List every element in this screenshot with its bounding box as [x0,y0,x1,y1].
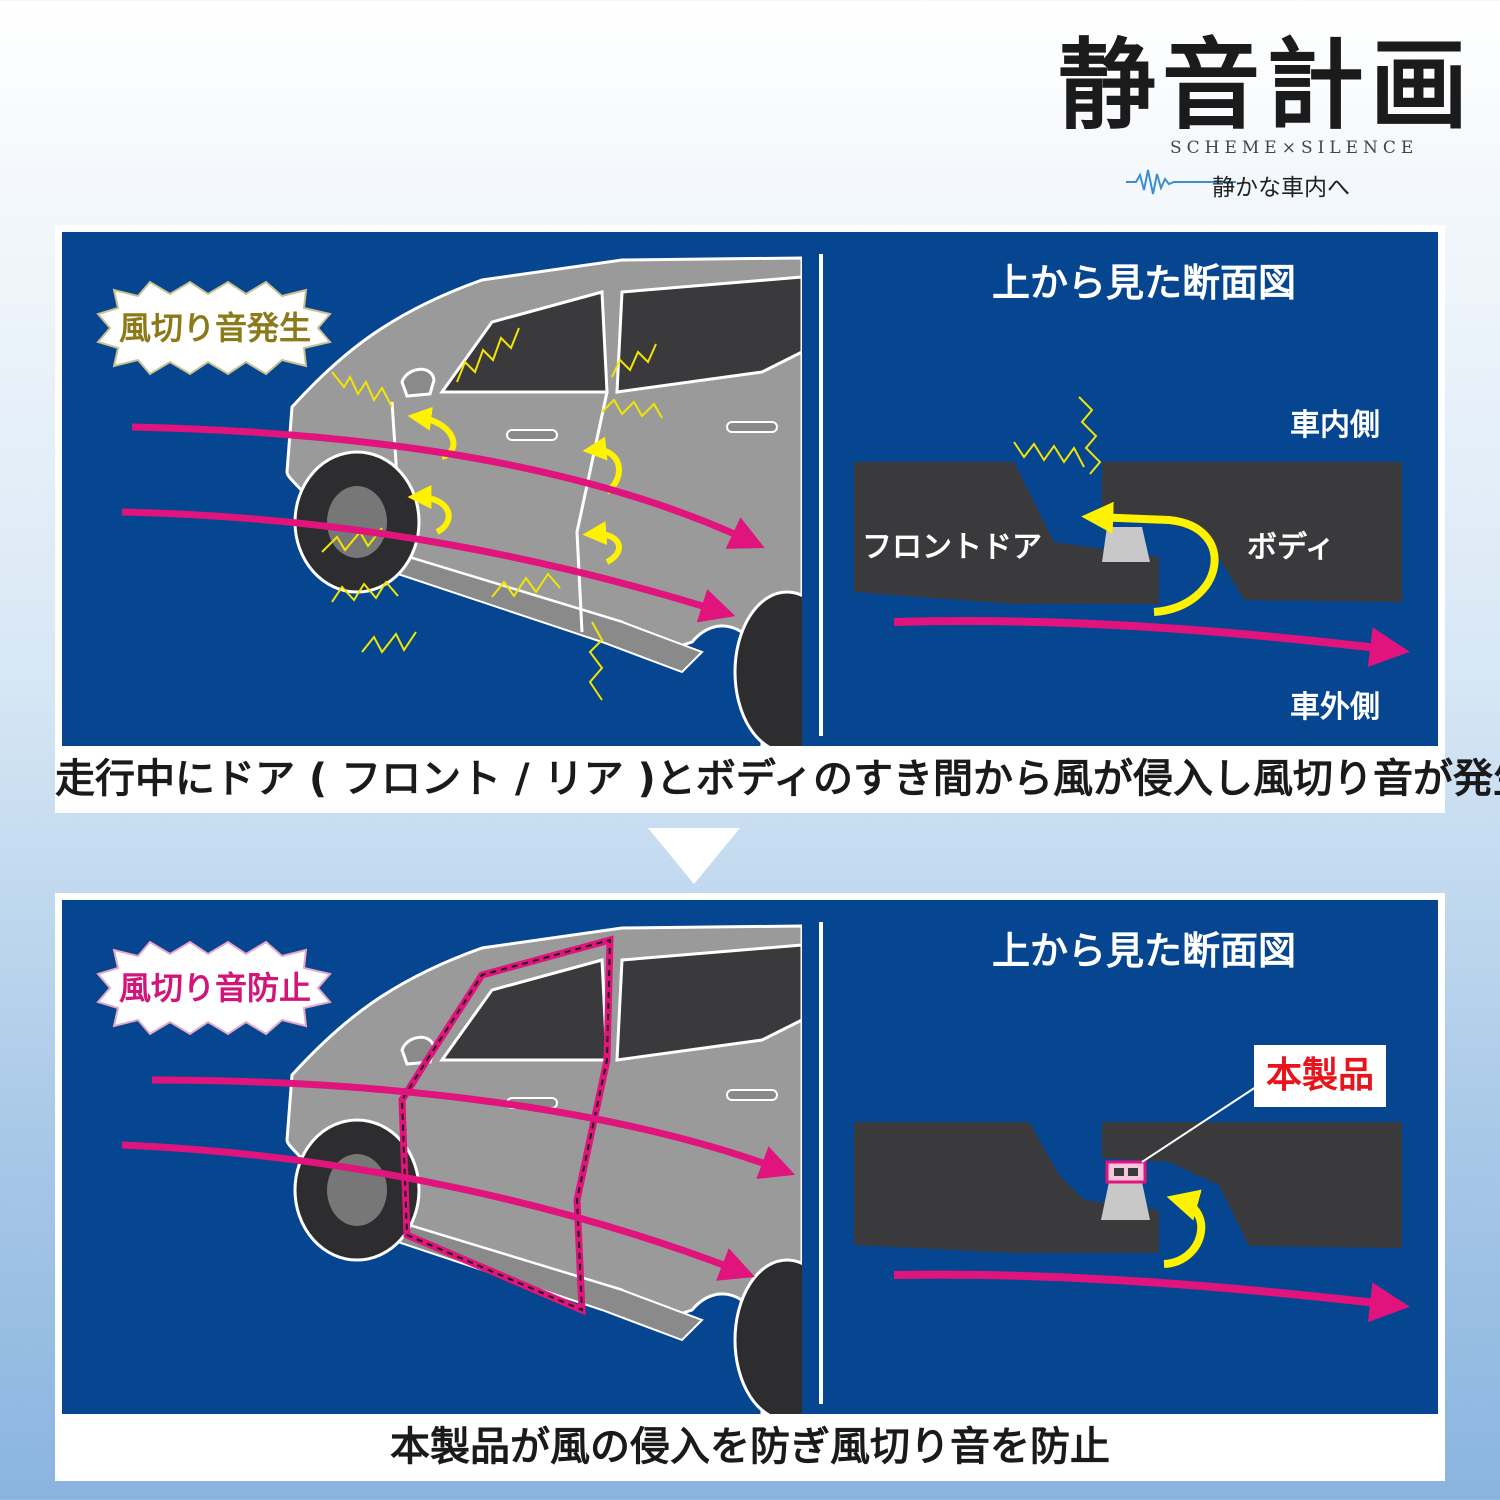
panel-divider [819,922,823,1404]
noise-prevention-badge: 風切り音防止 [90,940,340,1036]
problem-caption: 走行中にドア ( フロント / リア )とボディのすき間から風が侵入し風切り音が… [55,756,1500,802]
brand-tagline: 静かな車内へ [1212,175,1350,201]
car-illustration [121,256,802,746]
burst-badge-icon [96,280,332,376]
body-label: ボディ [1247,530,1335,565]
product-label: 本製品 [1254,1045,1386,1107]
burst-badge-icon [96,940,332,1036]
problem-panel: 風切り音発生 上から見た断面図 車内側 フロントドア ボディ 車外側 走行中にド… [55,225,1500,813]
exterior-side-label: 車外側 [1290,690,1380,725]
brand-title: 静音計画 [1058,28,1475,143]
cross-section-title: 上から見た断面図 [992,261,1297,305]
problem-illustration-area: 風切り音発生 上から見た断面図 車内側 フロントドア ボディ 車外側 [62,232,1438,746]
brand-subtitle: SCHEME×SILENCE [1170,138,1419,158]
panel-divider [819,254,823,736]
sound-wave-icon [1126,169,1236,195]
car-illustration [121,924,802,1414]
front-door-label: フロントドア [862,530,1042,565]
down-triangle-icon [648,828,740,884]
cross-section-title: 上から見た断面図 [992,929,1297,973]
product-seal [1105,1160,1147,1184]
cross-section-diagram [854,396,1410,667]
cross-section-diagram [854,1084,1410,1323]
solution-illustration-area: 風切り音防止 上から見た断面図 本製品 [62,900,1438,1414]
solution-panel: 風切り音防止 上から見た断面図 本製品 本製品が風の侵入を防ぎ風切り音を防止 [55,893,1445,1481]
interior-side-label: 車内側 [1290,408,1380,443]
solution-caption: 本製品が風の侵入を防ぎ風切り音を防止 [390,1424,1110,1470]
brand-logo: 静音計画 SCHEME×SILENCE 静かな車内へ [1040,29,1468,210]
noise-prevention-label: 風切り音防止 [118,969,311,1007]
noise-occurs-label: 風切り音発生 [118,309,311,347]
noise-occurs-badge: 風切り音発生 [90,280,340,376]
